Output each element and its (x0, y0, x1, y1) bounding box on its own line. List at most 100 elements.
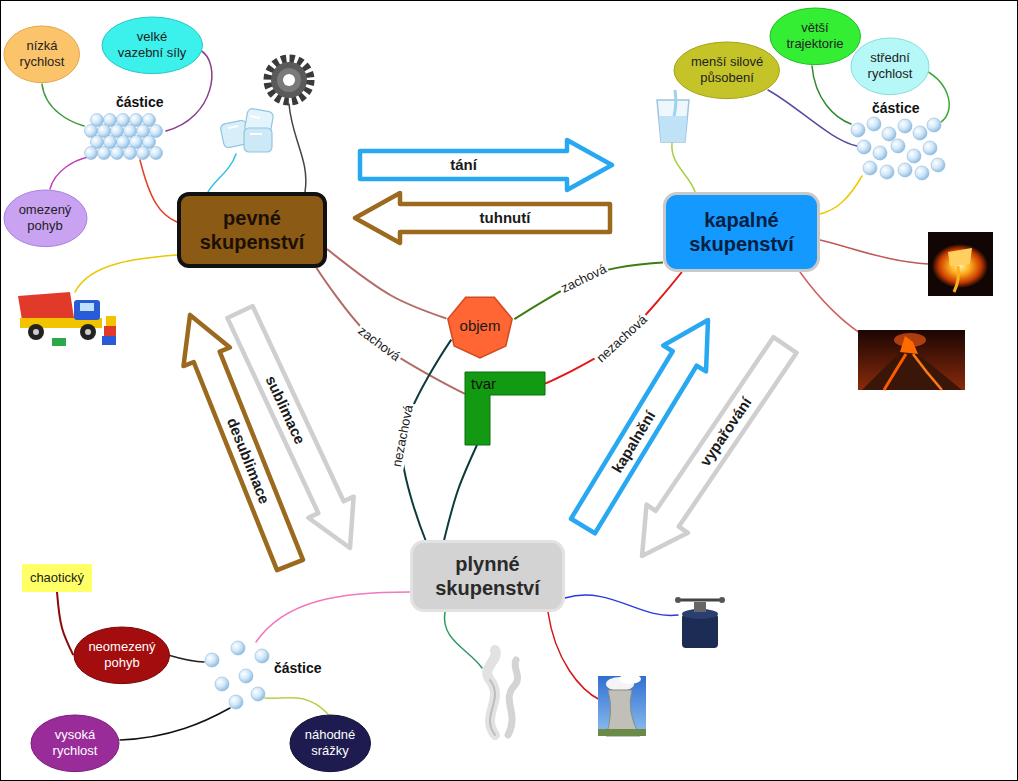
gas-cartridge (682, 614, 718, 648)
ground (598, 729, 646, 736)
particle (923, 141, 937, 155)
gas-stove (675, 597, 725, 648)
particle (137, 147, 150, 160)
particle (898, 119, 912, 133)
leader-line (565, 595, 678, 615)
leader-line (925, 70, 949, 122)
connector-line (402, 340, 452, 540)
leader-line (548, 612, 600, 700)
transition-label: vypařování (697, 394, 755, 469)
bubble-shape (674, 42, 780, 99)
volcano-crater (900, 336, 918, 354)
transition-arrow (642, 337, 797, 556)
gear-hub (277, 68, 301, 92)
molten-pour (954, 266, 959, 292)
bubble-text: neomezený pohyb (86, 639, 158, 670)
truck-cab (74, 300, 100, 320)
leader-line (768, 90, 857, 146)
transition-label: tání (450, 157, 477, 174)
transition-label: desublimace (224, 416, 273, 507)
bubble-text: omezený pohyb (14, 202, 76, 233)
bubble-shape (31, 715, 119, 772)
bubble-shape (770, 8, 861, 65)
bubble-text: střední rychlost (861, 50, 919, 81)
leader-lines (42, 50, 949, 740)
liquid-particles (851, 117, 945, 180)
shape-block: tvar (465, 372, 545, 445)
connector-line (317, 268, 466, 394)
ice-highlight (228, 116, 262, 134)
water-glass (657, 90, 689, 142)
smoke-wisp (490, 680, 495, 735)
leader-line (444, 612, 482, 668)
leader-line (820, 240, 928, 264)
property-bubble: velké vazební síly (101, 16, 204, 75)
volcano (858, 330, 965, 390)
edge-label: zachová (558, 261, 611, 297)
leader-line (42, 84, 84, 126)
particle (891, 139, 905, 153)
edge-label: nezachová (593, 311, 652, 367)
property-bubble: omezený pohyb (3, 189, 88, 248)
property-bubble: střední rychlost (850, 37, 930, 96)
transition-label: kapalnění (609, 408, 659, 476)
edge-label: zachová (354, 323, 404, 366)
burner-foot (719, 597, 725, 603)
particle (229, 695, 243, 709)
molten-ground (928, 232, 993, 296)
particle (239, 669, 253, 683)
particle (111, 147, 124, 160)
gear (268, 59, 310, 101)
state-box: pevné skupenství (177, 192, 327, 268)
particle (882, 127, 896, 141)
toy-block (106, 316, 116, 326)
molten-glow (932, 244, 988, 288)
burner-arms (678, 599, 722, 602)
molten-ingot (948, 248, 972, 266)
particle (898, 163, 912, 177)
lava-flow (884, 354, 906, 390)
property-text: tvar (471, 375, 496, 393)
gear-hole (283, 74, 295, 86)
smoke-wisp (487, 650, 496, 735)
tower-sky (598, 676, 646, 736)
state-text: pevné skupenství (192, 206, 312, 254)
state-box: kapalné skupenství (663, 192, 820, 272)
bubble-text: nízká rychlost (14, 38, 70, 69)
leader-line (208, 154, 236, 192)
ice-cube (244, 128, 272, 152)
leader-line (672, 143, 695, 192)
burner (694, 602, 706, 612)
toy-truck (18, 292, 116, 346)
particle (915, 166, 929, 180)
connector-line (514, 262, 663, 319)
particle (907, 149, 921, 163)
truck-dump (18, 292, 74, 320)
particle-label: částice (116, 94, 163, 110)
particle (857, 140, 871, 154)
leader-line (75, 255, 177, 292)
leader-line (168, 655, 204, 662)
property-bubble: nízká rychlost (3, 25, 81, 84)
truck-hub (33, 329, 39, 335)
state-text: kapalné skupenství (679, 208, 804, 256)
burner-foot (675, 597, 681, 603)
leader-line (120, 708, 230, 740)
property-bubble: vysoká rychlost (30, 714, 120, 773)
transition-arrow (355, 193, 610, 243)
connector-line (57, 592, 73, 655)
particle (205, 653, 219, 667)
particle (150, 125, 163, 138)
particle (124, 147, 137, 160)
transition-arrow (184, 315, 303, 570)
leader-line (265, 698, 328, 714)
property-bubble: menší silové působení (673, 41, 781, 100)
edge-label: nezachová (389, 401, 416, 469)
leader-line (140, 160, 177, 222)
bubble-shape (4, 190, 87, 247)
heptagon-shape (448, 297, 512, 358)
leader-line (50, 157, 88, 189)
water-stream (674, 90, 676, 116)
transition-label: tuhnutí (480, 210, 531, 227)
